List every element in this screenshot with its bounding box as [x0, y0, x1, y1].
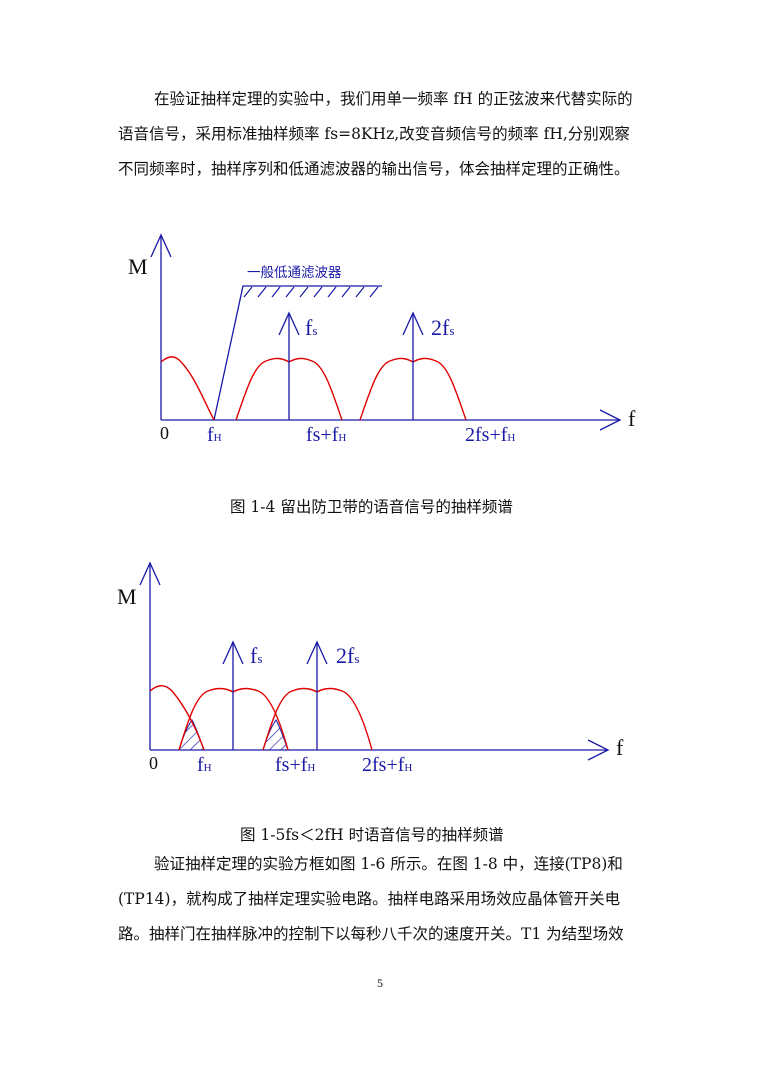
figure-1-origin-label: 0 [160, 423, 169, 443]
figure-1-spectrum: M f 一般低通滤波器 fs 2fs 0 fH fs+fH [128, 233, 636, 446]
figure-1-x-label: f [628, 406, 636, 431]
figure-2-baseband-lobe [149, 685, 205, 751]
figure-2-spectrum: M f fs 2fs 0 fH fs+fH 2fs+fH [117, 561, 624, 776]
experiment-line-3: 路。抽样门在抽样脉冲的控制下以每秒八千次的速度开关。T1 为结型场效 [118, 925, 624, 943]
figure-2-tick-fs-fh: fs+fH [275, 754, 315, 776]
intro-line-2: 语音信号，采用标准抽样频率 fs=8KHz,改变音频信号的频率 fH,分别观察 [118, 125, 630, 143]
experiment-paragraph: 验证抽样定理的实验方框如图 1-6 所示。在图 1-8 中，连接(TP8)和 (… [118, 847, 688, 952]
figure-2-x-label: f [616, 735, 624, 760]
figure-2-caption: 图 1-5fs＜2fH 时语音信号的抽样频谱 [240, 826, 504, 844]
figure-1-arrow-2fs-label: 2fs [431, 315, 454, 340]
figure-1-axes [150, 233, 622, 431]
figure-2-tick-2fs-fh: 2fs+fH [362, 754, 412, 776]
intro-paragraph: 在验证抽样定理的实验中，我们用单一频率 fH 的正弦波来代替实际的 语音信号，采… [118, 82, 688, 187]
experiment-line-1: 验证抽样定理的实验方框如图 1-6 所示。在图 1-8 中，连接(TP8)和 [154, 855, 623, 873]
experiment-line-2: (TP14)，就构成了抽样定理实验电路。抽样电路采用场效应晶体管开关电 [118, 890, 621, 908]
figure-2-arrow-fs-label: fs [250, 643, 262, 668]
figure-1-y-label: M [128, 254, 148, 279]
figure-2-tick-fh: fH [197, 754, 212, 776]
figure-2-axes [139, 561, 610, 761]
figure-2-sample-arrows [222, 640, 328, 750]
intro-line-1: 在验证抽样定理的实验中，我们用单一频率 fH 的正弦波来代替实际的 [154, 90, 633, 108]
figure-1-filter-label: 一般低通滤波器 [247, 265, 342, 281]
intro-line-3: 不同频率时，抽样序列和低通滤波器的输出信号，体会抽样定理的正确性。 [118, 160, 630, 178]
figure-1-arrow-fs-label: fs [305, 315, 317, 340]
figure-1-tick-fs-fh: fs+fH [306, 424, 346, 446]
figure-1-sample-arrows [278, 311, 424, 420]
figure-1-low-pass-filter [213, 285, 382, 421]
figure-2-arrow-2fs-label: 2fs [336, 643, 359, 668]
figure-2-y-label: M [117, 584, 137, 609]
page-number: 5 [377, 976, 383, 990]
figure-1-caption: 图 1-4 留出防卫带的语音信号的抽样频谱 [230, 498, 513, 516]
figure-1-baseband-lobe [160, 356, 215, 421]
figure-2-origin-label: 0 [149, 753, 158, 773]
figure-1-tick-2fs-fh: 2fs+fH [465, 424, 515, 446]
figure-1-spectrum-curves [160, 356, 467, 421]
figure-1-tick-fh: fH [207, 424, 222, 446]
